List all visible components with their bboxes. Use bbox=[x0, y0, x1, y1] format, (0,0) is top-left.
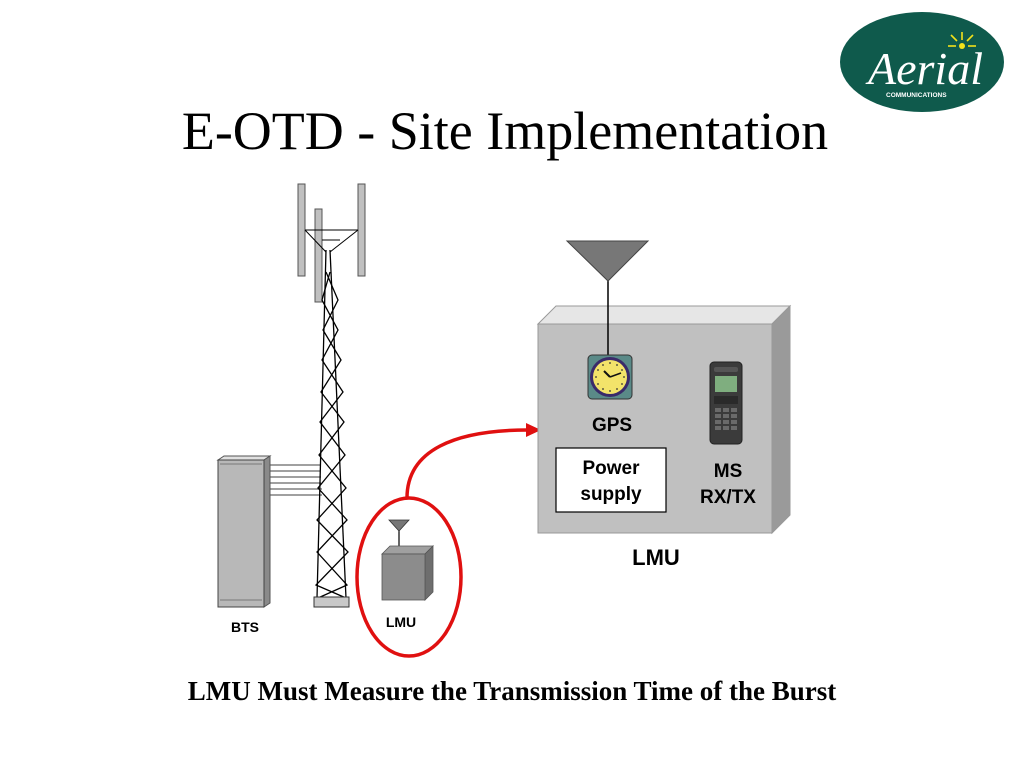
arrow-head-icon bbox=[526, 423, 541, 437]
cell-tower bbox=[268, 183, 366, 608]
logo-ellipse bbox=[840, 12, 1004, 112]
antenna-panel-left bbox=[297, 183, 306, 277]
mobile-phone-icon bbox=[709, 361, 743, 445]
ms-label-line2: RX/TX bbox=[700, 487, 756, 508]
logo-star-icon bbox=[948, 32, 976, 49]
slide-title: E-OTD - Site Implementation bbox=[181, 101, 829, 161]
gps-label: GPS bbox=[592, 415, 632, 436]
clock-icon bbox=[587, 354, 633, 400]
bts-cabinet bbox=[216, 455, 272, 608]
logo-name: Aerial bbox=[865, 43, 983, 94]
antenna-panel-right bbox=[357, 183, 366, 277]
tower-base bbox=[313, 596, 350, 608]
highlight-ring bbox=[355, 496, 463, 658]
tower-lattice bbox=[314, 249, 349, 599]
small-lmu-label: LMU bbox=[386, 614, 416, 630]
highlight-arrow bbox=[405, 428, 529, 499]
power-supply-label-line2: supply bbox=[580, 484, 642, 505]
lmu-label: LMU bbox=[632, 545, 680, 570]
feeder-cables bbox=[268, 464, 322, 496]
small-lmu bbox=[381, 519, 434, 601]
power-supply-label-line1: Power bbox=[582, 458, 640, 479]
aerial-logo: Aerial COMMUNICATIONS bbox=[840, 12, 1004, 112]
antenna-panel-center bbox=[314, 208, 323, 303]
power-supply-box bbox=[555, 447, 667, 513]
bts-label: BTS bbox=[231, 619, 259, 635]
slide-caption: LMU Must Measure the Transmission Time o… bbox=[187, 676, 837, 706]
gps-antenna-icon bbox=[565, 240, 650, 356]
ms-label-line1: MS bbox=[714, 461, 743, 482]
small-lmu-antenna-icon bbox=[388, 519, 410, 532]
logo-tagline: COMMUNICATIONS bbox=[886, 92, 947, 99]
